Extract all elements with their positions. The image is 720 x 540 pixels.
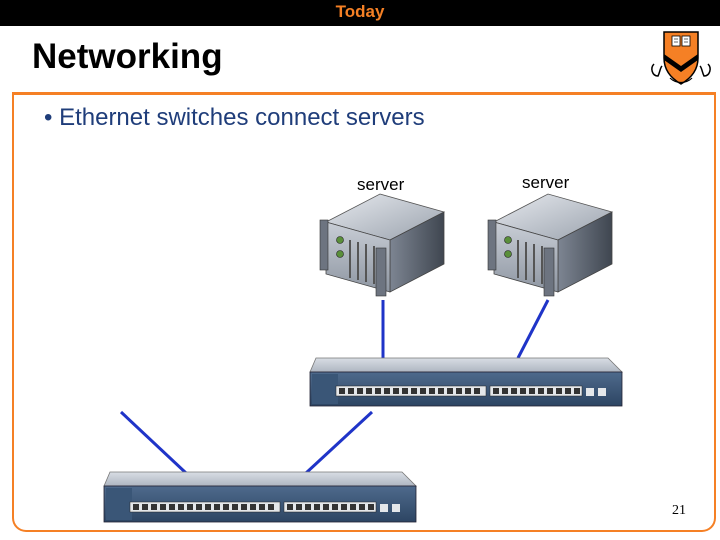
top-bar: Today: [0, 0, 720, 26]
server-rack-icon: [487, 193, 614, 297]
slide-frame: [12, 26, 716, 532]
header-divider: [14, 92, 714, 95]
slide-header: [12, 26, 716, 92]
university-shield-logo: [651, 31, 711, 85]
link-line: [304, 410, 374, 475]
link-line: [119, 410, 188, 475]
link-line: [516, 299, 550, 359]
top-bar-title: Today: [335, 2, 385, 21]
ethernet-switch-icon: [103, 471, 417, 523]
bullet-point: • Ethernet switches connect servers: [44, 104, 425, 131]
page-number: 21: [672, 503, 686, 518]
server-label: server: [522, 173, 570, 192]
ethernet-switch-icon: [309, 357, 623, 407]
slide-title: Networking: [32, 37, 223, 76]
server-label: server: [357, 175, 405, 194]
server-rack-icon: [319, 193, 446, 297]
